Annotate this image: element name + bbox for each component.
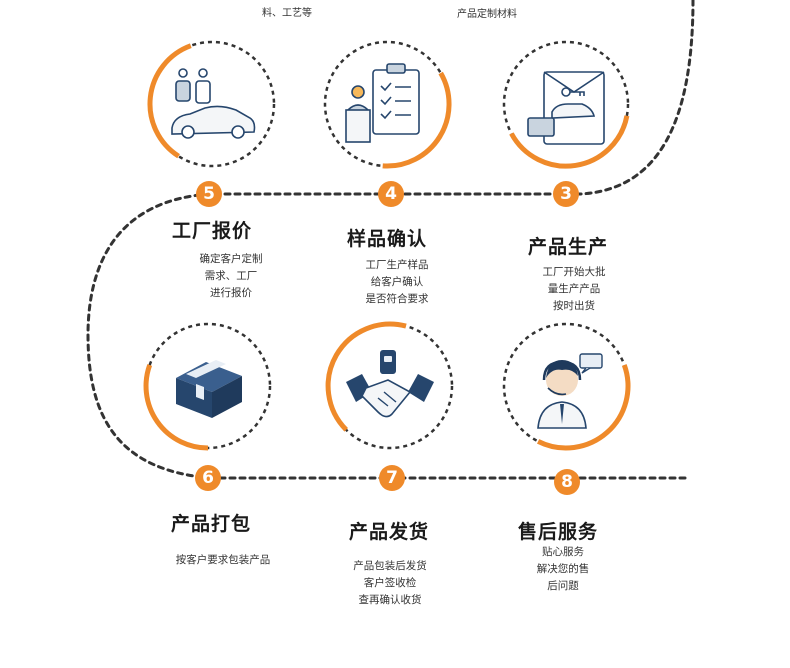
step-7-description: 产品包装后发货 客户签收检 查再确认收货	[340, 558, 440, 609]
top-note-right: 产品定制材料	[457, 5, 517, 20]
step-6-number-badge: 6	[195, 465, 221, 491]
step-3-description: 工厂开始大批 量生产产品 按时出货	[533, 264, 615, 315]
step-4-description: 工厂生产样品 给客户确认 是否符合要求	[352, 257, 442, 308]
step-8-desc-line-3: 后问题	[526, 578, 600, 595]
step-5-title: 工厂报价	[172, 216, 252, 243]
top-note-left: 料、工艺等	[262, 4, 312, 19]
step-8-description: 贴心服务 解决您的售 后问题	[526, 544, 600, 595]
step-7-desc-line-1: 产品包装后发货	[340, 558, 440, 575]
step-4-number-badge: 4	[378, 181, 404, 207]
step-4-desc-line-2: 给客户确认	[352, 274, 442, 291]
step-4-title: 样品确认	[347, 224, 427, 251]
step-7-title: 产品发货	[349, 517, 429, 544]
step-7-desc-line-3: 查再确认收货	[340, 592, 440, 609]
step-5-number-badge: 5	[196, 181, 222, 207]
step-6-title: 产品打包	[171, 509, 251, 536]
step-4-desc-line-3: 是否符合要求	[352, 291, 442, 308]
step-3-title: 产品生产	[528, 232, 608, 259]
step-4-desc-line-1: 工厂生产样品	[352, 257, 442, 274]
step-3-desc-line-2: 量生产产品	[533, 281, 615, 298]
step-3-desc-line-1: 工厂开始大批	[533, 264, 615, 281]
step-8-number-badge: 8	[554, 469, 580, 495]
step-5-circle	[150, 42, 274, 166]
step-8-desc-line-2: 解决您的售	[526, 561, 600, 578]
step-5-desc-line-1: 确定客户定制	[190, 251, 272, 268]
step-5-desc-line-3: 进行报价	[190, 285, 272, 302]
step-5-desc-line-2: 需求、工厂	[190, 268, 272, 285]
step-5-description: 确定客户定制 需求、工厂 进行报价	[190, 251, 272, 302]
step-8-title: 售后服务	[518, 517, 598, 544]
step-7-desc-line-2: 客户签收检	[340, 575, 440, 592]
step-6-description: 按客户要求包装产品	[165, 552, 281, 569]
step-7-number-badge: 7	[379, 465, 405, 491]
step-3-desc-line-3: 按时出货	[533, 298, 615, 315]
step-8-desc-line-1: 贴心服务	[526, 544, 600, 561]
step-3-number-badge: 3	[553, 181, 579, 207]
step-6-desc-line-1: 按客户要求包装产品	[165, 552, 281, 569]
